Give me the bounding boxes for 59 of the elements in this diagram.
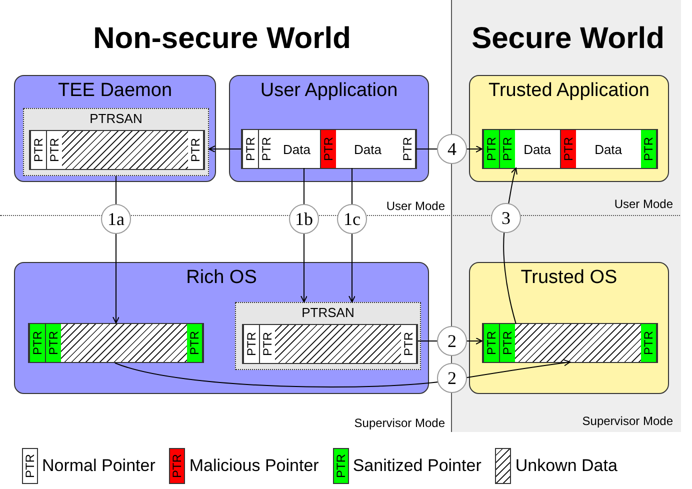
mode-label: User Mode	[386, 199, 445, 213]
pointer-cell: PTR	[45, 324, 61, 362]
memory-block	[28, 323, 204, 363]
pointer-cell: PTR	[483, 324, 499, 362]
box-title: PTRSAN	[90, 111, 142, 126]
box-title: Rich OS	[186, 267, 257, 289]
edge-label: 2	[437, 326, 467, 356]
component-box	[469, 262, 669, 394]
pointer-cell: PTR	[499, 324, 515, 362]
sanitizer-region	[23, 108, 209, 176]
edge-label: 4	[437, 134, 467, 164]
component-box	[14, 75, 216, 182]
memory-block	[482, 323, 658, 363]
edge-label: 2	[437, 363, 467, 393]
memory-block	[482, 129, 658, 169]
memory-block	[242, 324, 418, 364]
edge-label: 1b	[289, 204, 319, 234]
pointer-cell: PTR	[188, 131, 204, 169]
pointer-cell: PTR	[320, 130, 336, 168]
unknown-data-cell	[61, 324, 187, 362]
component-box	[14, 262, 429, 394]
legend-swatch: PTR	[169, 448, 186, 484]
legend-label: Normal Pointer	[42, 456, 156, 476]
component-box	[229, 75, 429, 182]
world-title: Non-secure World	[93, 22, 351, 56]
pointer-cell: PTR	[400, 130, 416, 168]
legend-label: Sanitized Pointer	[352, 456, 482, 476]
legend-swatch: PTR	[22, 448, 38, 484]
arrow	[114, 359, 570, 388]
pointer-cell: PTR	[560, 130, 576, 168]
box-title: PTRSAN	[302, 305, 354, 320]
edge-label: 1a	[101, 204, 131, 234]
legend-label: Malicious Pointer	[189, 456, 319, 476]
unknown-data-cell	[275, 325, 401, 363]
box-title: Trusted OS	[520, 267, 618, 289]
box-title: Trusted Application	[488, 80, 650, 102]
component-box	[469, 75, 669, 182]
arrow	[208, 146, 242, 152]
memory-block	[241, 129, 417, 169]
pointer-cell: PTR	[187, 324, 203, 362]
mode-label: Supervisor Mode	[354, 416, 445, 430]
pointer-cell: PTR	[29, 324, 45, 362]
legend-label: Unkown Data	[515, 456, 618, 476]
mode-label: User Mode	[614, 197, 673, 211]
pointer-cell: PTR	[499, 130, 515, 168]
pointer-cell: PTR	[483, 130, 499, 168]
box-title: TEE Daemon	[58, 80, 172, 102]
pointer-cell: PTR	[401, 325, 417, 363]
legend-swatch: PTR	[332, 448, 349, 484]
box-title: User Application	[260, 80, 398, 102]
pointer-cell: PTR	[641, 130, 657, 168]
edge-label: 1c	[337, 204, 367, 234]
sanitizer-region	[235, 302, 421, 370]
unknown-data-cell	[515, 324, 641, 362]
mode-label: Supervisor Mode	[582, 414, 673, 428]
world-title: Secure World	[472, 22, 664, 56]
pointer-cell: PTR	[641, 324, 657, 362]
unknown-data-cell	[62, 131, 188, 169]
memory-block	[29, 130, 205, 170]
